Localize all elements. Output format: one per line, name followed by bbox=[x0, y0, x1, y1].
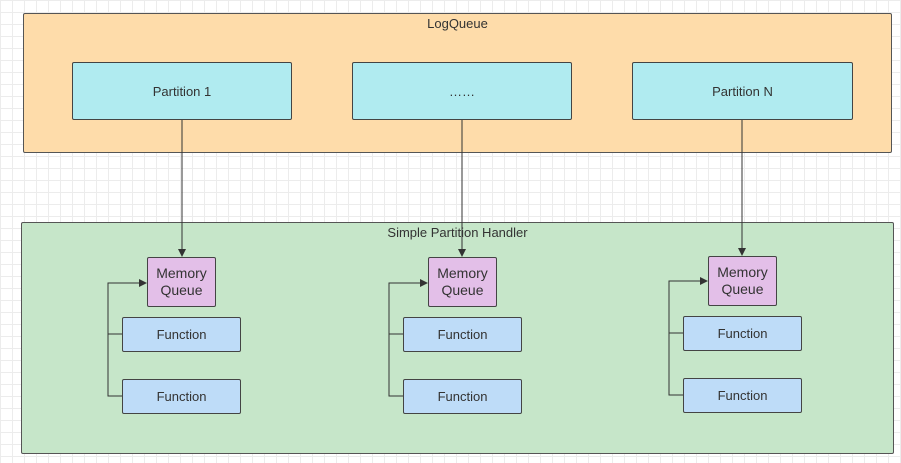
function-label: Function bbox=[717, 388, 768, 403]
partition-box-1: Partition 1 bbox=[72, 62, 292, 120]
function-box-1b: Function bbox=[122, 379, 241, 414]
function-box-3a: Function bbox=[683, 316, 802, 351]
memory-queue-label: Memory Queue bbox=[156, 265, 207, 298]
memory-queue-1: Memory Queue bbox=[147, 257, 216, 307]
logqueue-title: LogQueue bbox=[427, 16, 488, 31]
partition-label: …… bbox=[449, 83, 475, 99]
function-box-1a: Function bbox=[122, 317, 241, 352]
memory-queue-label: Memory Queue bbox=[717, 264, 768, 297]
memory-queue-label: Memory Queue bbox=[437, 265, 488, 298]
function-box-2b: Function bbox=[403, 379, 522, 414]
partition-box-n: Partition N bbox=[632, 62, 853, 120]
function-label: Function bbox=[156, 327, 207, 342]
function-box-3b: Function bbox=[683, 378, 802, 413]
function-label: Function bbox=[437, 327, 488, 342]
memory-queue-2: Memory Queue bbox=[428, 257, 497, 307]
function-box-2a: Function bbox=[403, 317, 522, 352]
function-label: Function bbox=[717, 326, 768, 341]
function-label: Function bbox=[437, 389, 488, 404]
handler-title: Simple Partition Handler bbox=[387, 225, 528, 240]
partition-label: Partition N bbox=[712, 83, 773, 99]
function-label: Function bbox=[156, 389, 207, 404]
partition-label: Partition 1 bbox=[152, 83, 212, 99]
partition-box-ellipsis: …… bbox=[352, 62, 572, 120]
memory-queue-3: Memory Queue bbox=[708, 256, 777, 306]
